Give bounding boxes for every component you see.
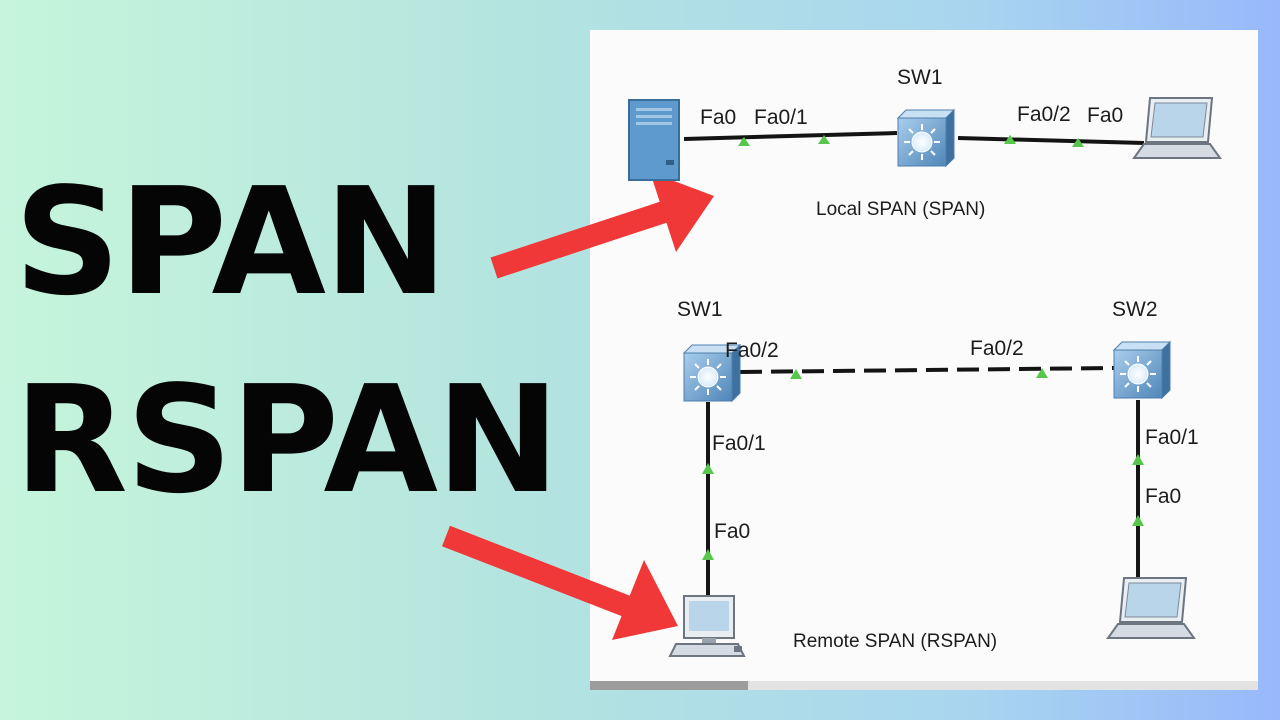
- server-icon: [628, 99, 680, 181]
- server-port-label: Fa0: [700, 106, 736, 129]
- arrow-to-local-span: [490, 172, 714, 279]
- remote-span-caption: Remote SPAN (RSPAN): [793, 631, 997, 652]
- remote-laptop-port-label: Fa0: [1145, 485, 1181, 508]
- laptop-icon: [1133, 97, 1221, 159]
- sw2-label: SW2: [1112, 298, 1158, 321]
- span-heading: SPAN: [14, 156, 448, 328]
- arrow-to-remote-span: [442, 525, 678, 640]
- sw1-trunk-port-label: Fa0/2: [725, 339, 779, 362]
- sw1-remote-label: SW1: [677, 298, 723, 321]
- sw1-local-label: SW1: [897, 66, 943, 89]
- sw2-switch-icon: [1113, 341, 1171, 399]
- pc-icon: [668, 595, 746, 657]
- port-lights-big: [738, 135, 1084, 147]
- remote-port-lights: [702, 368, 1144, 560]
- remote-laptop-icon: [1107, 577, 1195, 639]
- horizontal-scrollbar[interactable]: [590, 681, 1258, 690]
- laptop-port-label: Fa0: [1087, 104, 1123, 127]
- rspan-heading: RSPAN: [14, 354, 560, 526]
- trunk-link-sw1-sw2: [739, 366, 1115, 374]
- sw1-port-fa0-2-label: Fa0/2: [1017, 103, 1071, 126]
- link-sw1-laptop: [957, 136, 1145, 145]
- scrollbar-thumb[interactable]: [590, 681, 748, 690]
- sw1-port-fa0-1-label: Fa0/1: [754, 106, 808, 129]
- link-server-sw1: [683, 131, 898, 141]
- pc-port-label: Fa0: [714, 520, 750, 543]
- local-span-caption: Local SPAN (SPAN): [816, 199, 985, 220]
- sw1-local-switch-icon: [897, 109, 955, 167]
- sw2-access-port-label: Fa0/1: [1145, 426, 1199, 449]
- sw1-access-port-label: Fa0/1: [712, 432, 766, 455]
- sw2-trunk-port-label: Fa0/2: [970, 337, 1024, 360]
